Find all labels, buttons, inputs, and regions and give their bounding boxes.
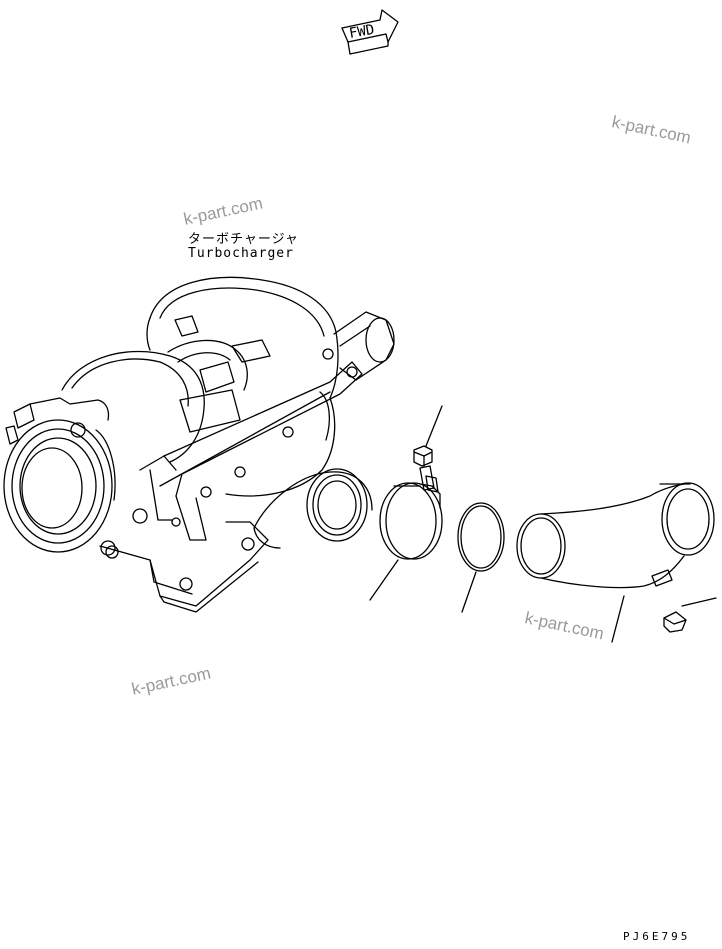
turbine-inlet-flange bbox=[4, 420, 147, 555]
drawing-code: PJ6E795 bbox=[623, 930, 691, 943]
compressor-housing bbox=[147, 277, 338, 496]
fwd-arrow-icon: FWD bbox=[342, 10, 398, 54]
fwd-label: FWD bbox=[348, 22, 376, 42]
leader-clamp bbox=[370, 560, 398, 600]
center-housing bbox=[168, 340, 247, 432]
leader-elbow bbox=[612, 596, 624, 642]
intake-elbow bbox=[517, 483, 714, 588]
leader-plug bbox=[682, 598, 716, 606]
turbine-outlet-elbow bbox=[254, 469, 372, 548]
turbine-housing bbox=[6, 351, 204, 462]
turbocharger-label-en: Turbocharger bbox=[188, 246, 294, 261]
elbow-plug bbox=[664, 612, 686, 632]
hose-clamp bbox=[380, 476, 442, 559]
turbocharger-label-jp: ターボチャージャ bbox=[188, 232, 299, 247]
leader-o-ring bbox=[462, 572, 476, 612]
clamp-screw-nut bbox=[414, 446, 434, 490]
leader-lines bbox=[370, 406, 716, 642]
turbocharger bbox=[4, 277, 394, 612]
mounting-base bbox=[100, 522, 268, 612]
wastegate-actuator bbox=[334, 312, 394, 380]
wastegate-bracket bbox=[140, 349, 362, 540]
o-ring bbox=[458, 503, 504, 571]
leader-nut bbox=[426, 406, 442, 446]
